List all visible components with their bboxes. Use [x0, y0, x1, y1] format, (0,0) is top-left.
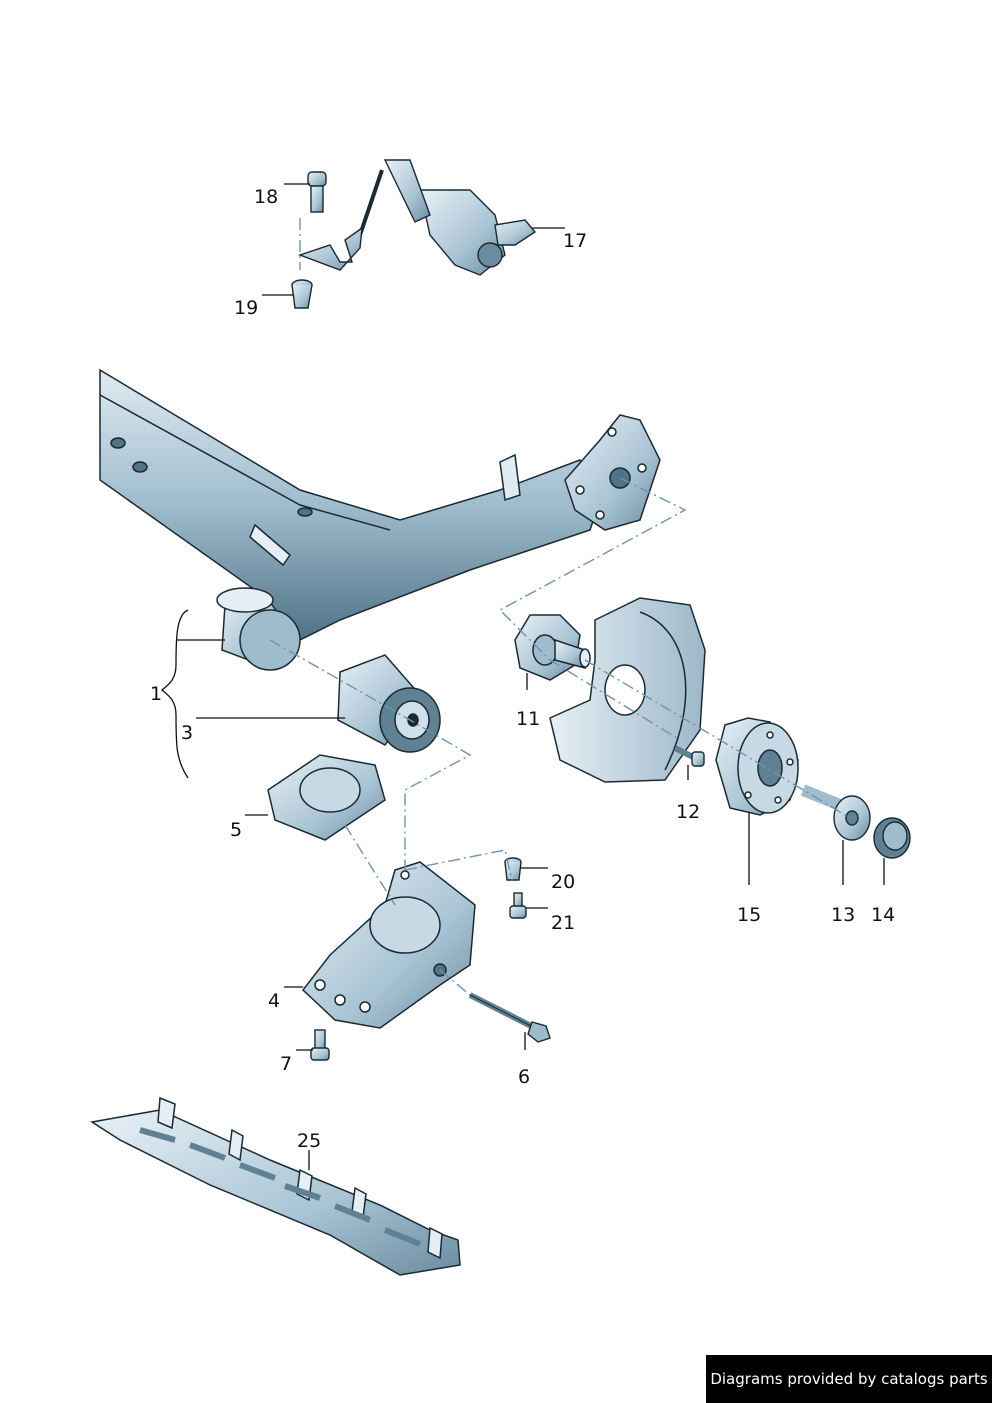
callout-21: 21 — [551, 912, 576, 934]
callout-3: 3 — [181, 722, 194, 744]
callout-7: 7 — [280, 1053, 293, 1075]
stub-axle-part-11 — [514, 614, 591, 681]
assembly-lines — [269, 218, 851, 996]
axle-beam — [99, 368, 661, 641]
callout-12: 12 — [676, 801, 701, 823]
bonded-rubber-bush-part-3 — [337, 654, 441, 753]
cover-part-5 — [267, 754, 386, 841]
mounting-bracket-part-4 — [301, 861, 476, 1029]
underbody-trim-part-25 — [89, 1096, 461, 1276]
brake-backplate — [549, 597, 706, 783]
height-sensor-part-17 — [297, 159, 537, 276]
bolt-part-7 — [310, 1029, 330, 1061]
collar-bolt-part-13 — [800, 784, 871, 841]
callout-5: 5 — [230, 819, 243, 841]
callout-18: 18 — [254, 186, 279, 208]
rivet-nut-part-19 — [291, 279, 313, 309]
callout-20: 20 — [551, 871, 576, 893]
footer-credit: Diagrams provided by catalogs parts — [706, 1355, 992, 1403]
wheel-hub-part-15 — [715, 717, 799, 816]
hex-bolt-part-6 — [468, 992, 551, 1043]
bolt-part-12 — [673, 745, 705, 767]
callout-15: 15 — [737, 904, 762, 926]
bolt-part-18 — [307, 171, 327, 213]
callout-17: 17 — [563, 230, 588, 252]
callout-14: 14 — [871, 904, 896, 926]
callout-13: 13 — [831, 904, 856, 926]
callout-11: 11 — [516, 708, 541, 730]
callout-4: 4 — [268, 990, 281, 1012]
callout-1: 1 — [150, 683, 163, 705]
callout-25: 25 — [297, 1130, 322, 1152]
callout-19: 19 — [234, 297, 259, 319]
bolt-part-21 — [509, 892, 527, 919]
callout-6: 6 — [518, 1066, 531, 1088]
cap-part-14 — [873, 817, 911, 859]
leader-lines — [160, 183, 885, 1170]
